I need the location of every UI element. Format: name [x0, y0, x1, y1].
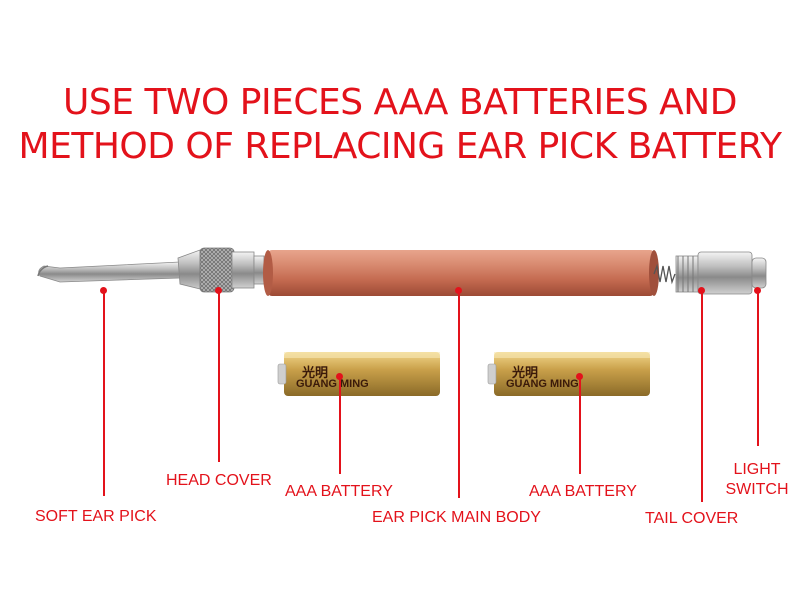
label-soft-ear-pick: SOFT EAR PICK	[35, 508, 157, 525]
label-main-body: EAR PICK MAIN BODY	[372, 509, 541, 526]
label-aaa-battery-left: AAA BATTERY	[285, 483, 393, 500]
label-aaa-battery-right: AAA BATTERY	[529, 483, 637, 500]
light-switch-leader	[757, 290, 759, 446]
battery-right-brand-cn: 光明	[512, 365, 539, 380]
spring	[653, 263, 676, 285]
aaa-battery-right-leader	[579, 376, 581, 474]
tail-cover-leader	[701, 290, 703, 502]
soft-ear-pick-leader	[103, 290, 105, 496]
label-light-switch-line1: LIGHT	[733, 461, 781, 478]
battery-right-brand-en: GUANG MING	[506, 378, 579, 390]
main-body-leader	[458, 290, 460, 498]
aaa-battery-left	[277, 352, 440, 396]
tail-cover	[675, 251, 753, 295]
label-light-switch-line2: SWITCH	[725, 481, 789, 498]
aaa-battery-left-leader	[339, 376, 341, 474]
label-light-switch: LIGHT SWITCH	[722, 460, 792, 500]
label-head-cover: HEAD COVER	[166, 472, 272, 489]
light-switch	[751, 257, 767, 289]
battery-left-brand-en: GUANG MING	[296, 378, 369, 390]
aaa-battery-right	[487, 352, 650, 396]
soft-ear-pick	[37, 261, 187, 283]
head-cover	[177, 247, 265, 293]
title-line-1: USE TWO PIECES AAA BATTERIES AND	[63, 82, 737, 123]
label-tail-cover: TAIL COVER	[645, 510, 739, 527]
head-cover-leader	[218, 290, 220, 462]
title-line-2: METHOD OF REPLACING EAR PICK BATTERY	[18, 126, 782, 167]
battery-left-brand-cn: 光明	[302, 365, 329, 380]
